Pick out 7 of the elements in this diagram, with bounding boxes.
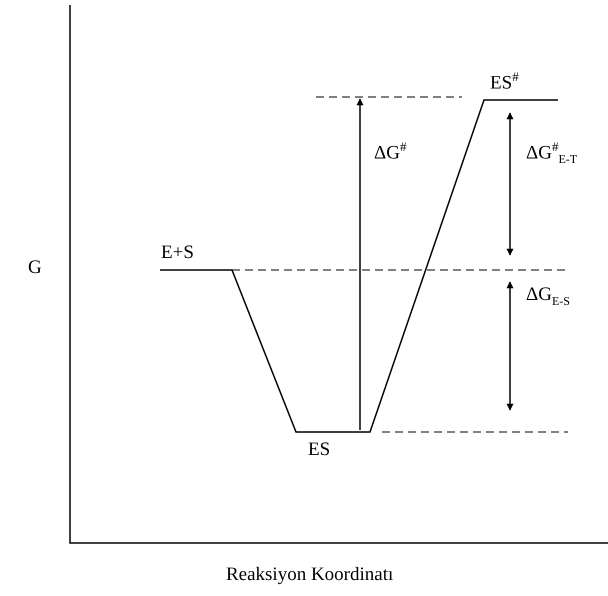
- energy-label: ΔG$^{#}$: [374, 140, 406, 164]
- state-label: ES: [308, 440, 330, 461]
- axis-label: G: [28, 258, 42, 279]
- state-label: E+S: [161, 243, 194, 264]
- state-label: ES$^{#}$: [490, 70, 519, 94]
- energy-label: ΔG$_{E-S}$: [526, 285, 570, 308]
- axis-label: Reaksiyon Koordinatı: [226, 565, 394, 586]
